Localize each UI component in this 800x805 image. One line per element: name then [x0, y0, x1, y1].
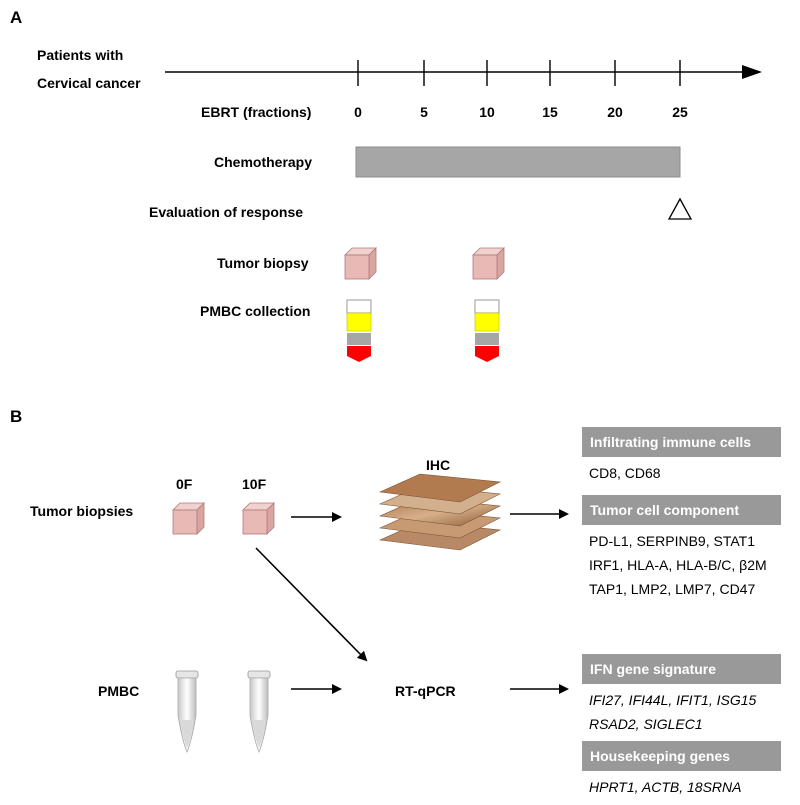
tumor-cell-component-line-3: TAP1, LMP2, LMP7, CD47 — [589, 581, 756, 597]
tick-label-15: 15 — [542, 104, 558, 120]
infiltrating-immune-cells-list: CD8, CD68 — [589, 465, 661, 481]
tumor-cell-component-line-2: IRF1, HLA-A, HLA-B/C, β2M — [589, 557, 767, 573]
evaluation-label: Evaluation of response — [149, 204, 304, 220]
tick-label-20: 20 — [607, 104, 623, 120]
patients-label-line1: Patients with — [37, 47, 124, 63]
pmbc-collection-label: PMBC collection — [200, 303, 311, 319]
biopsy-cube-icon-b-0f — [172, 502, 205, 535]
housekeeping-genes-list: HPRT1, ACTB, 18SRNA — [589, 779, 742, 795]
ifn-gene-signature-header: IFN gene signature — [582, 654, 781, 684]
infiltrating-immune-cells-header: Infiltrating immune cells — [582, 427, 781, 457]
blood-tube-icon-0f — [346, 299, 372, 362]
chemotherapy-bar — [355, 146, 681, 178]
ihc-label: IHC — [426, 457, 451, 473]
timeline-arrowhead — [742, 65, 762, 79]
tick-label-0: 0 — [354, 104, 362, 120]
column-label-0f: 0F — [176, 476, 193, 492]
ebrt-label: EBRT (fractions) — [201, 104, 312, 120]
biopsy-cube-icon-10f — [472, 247, 505, 280]
blood-tube-icon-10f — [474, 299, 500, 362]
arrow-biopsy-to-rtqpcr — [255, 547, 368, 662]
tumor-biopsy-label: Tumor biopsy — [217, 255, 309, 271]
tumor-biopsies-label: Tumor biopsies — [30, 503, 134, 519]
panel-a-letter: A — [10, 8, 23, 27]
biopsy-cube-icon-0f — [344, 247, 377, 280]
evaluation-triangle-icon — [667, 197, 693, 220]
tick-label-10: 10 — [479, 104, 495, 120]
housekeeping-genes-header: Housekeeping genes — [582, 741, 781, 771]
chemotherapy-label: Chemotherapy — [214, 154, 313, 170]
sample-tube-icon-10f — [247, 670, 271, 754]
ihc-slides-icon — [378, 473, 502, 551]
biopsy-cube-icon-b-10f — [242, 502, 275, 535]
ifn-gene-signature-line-1: IFI27, IFI44L, IFIT1, ISG15 — [589, 692, 757, 708]
patients-label-line2: Cervical cancer — [37, 75, 141, 91]
rtqpcr-label: RT-qPCR — [395, 683, 456, 699]
column-label-10f: 10F — [242, 476, 267, 492]
timeline — [165, 60, 762, 86]
tick-label-5: 5 — [420, 104, 428, 120]
ifn-gene-signature-line-2: RSAD2, SIGLEC1 — [589, 716, 703, 732]
sample-tube-icon-0f — [175, 670, 199, 754]
tick-label-25: 25 — [672, 104, 688, 120]
tumor-cell-component-line-1: PD-L1, SERPINB9, STAT1 — [589, 533, 755, 549]
tumor-cell-component-header: Tumor cell component — [582, 495, 781, 525]
pmbc-label: PMBC — [98, 683, 140, 699]
panel-b-letter: B — [10, 407, 23, 426]
